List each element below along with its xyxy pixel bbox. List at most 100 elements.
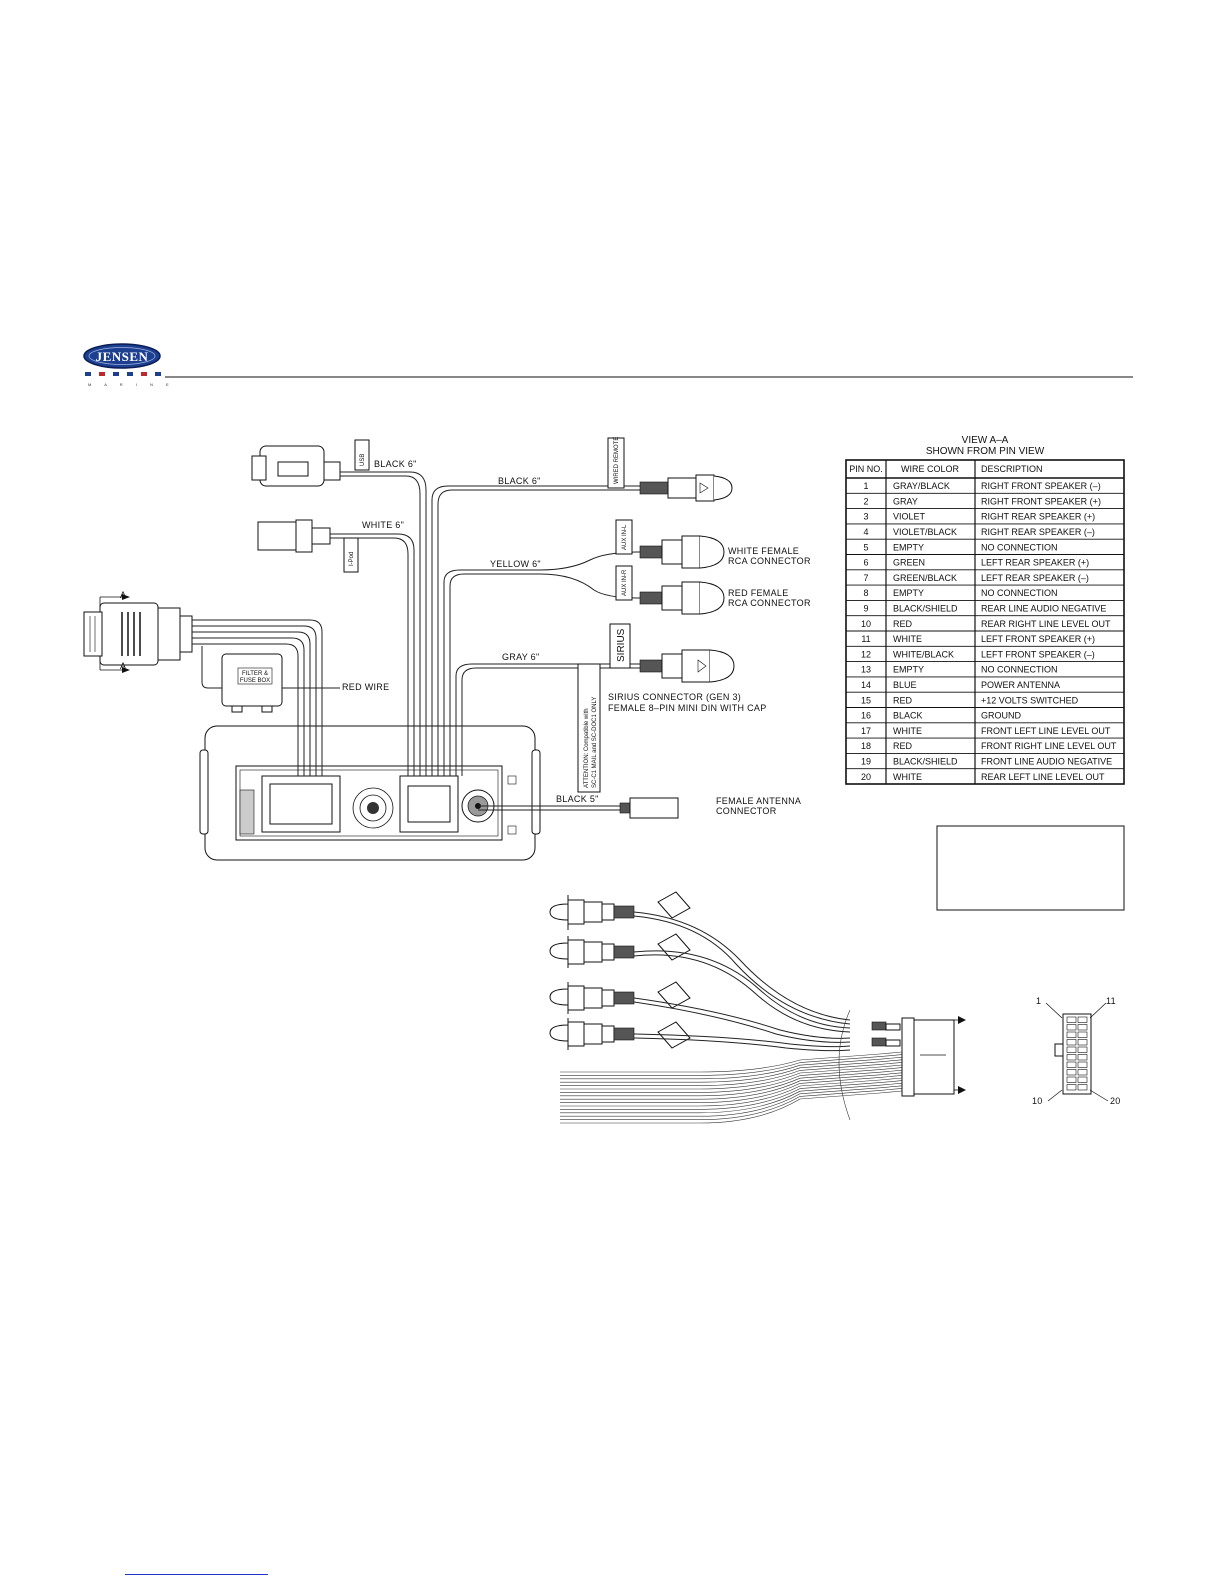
- antenna-cable: BLACK 5" FEMALE ANTENNA CONNECTOR: [478, 794, 801, 819]
- wire-color: WHITE/BLACK: [893, 649, 954, 659]
- usb-length-label: BLACK 6": [374, 459, 417, 469]
- loose-wire: [560, 1062, 903, 1086]
- pin-table-header-pin: PIN NO.: [849, 464, 883, 474]
- jensen-logo: JENSEN M A R I N E: [83, 343, 175, 387]
- connector-pin-cell: [1077, 1024, 1088, 1031]
- loose-wire-bundle: [560, 1051, 903, 1124]
- connector-pin-cell: [1066, 1084, 1077, 1091]
- pin-number: 8: [863, 588, 868, 598]
- pin-number: 6: [863, 558, 868, 568]
- loose-wire: [560, 1054, 903, 1076]
- gray-length-label: GRAY 6": [502, 652, 539, 662]
- wire-color: BLACK: [893, 711, 923, 721]
- connector-pin-cell: [1066, 1069, 1077, 1076]
- red-wire-label: RED WIRE: [342, 682, 389, 692]
- pin-description: FRONT LINE AUDIO NEGATIVE: [981, 757, 1112, 767]
- filter-fuse-box: FILTER & FUSE BOX: [221, 653, 283, 713]
- pin-description: GROUND: [981, 711, 1021, 721]
- usb-label: USB: [360, 454, 366, 466]
- connector-pin-cell: [1066, 1046, 1077, 1053]
- connector-pin-cell: [1077, 1084, 1088, 1091]
- yellow-length-label: YELLOW 6": [490, 559, 541, 569]
- connector-pin-cell: [1066, 1054, 1077, 1061]
- loose-wire: [560, 1090, 903, 1124]
- pin-number: 13: [861, 665, 871, 675]
- logo-sub: M A R I N E: [88, 382, 175, 387]
- antenna-label-2: CONNECTOR: [716, 806, 777, 816]
- rca-plug-4: [549, 1018, 635, 1050]
- wire-color: BLACK/SHIELD: [893, 604, 958, 614]
- section-arrow-top: A: [120, 590, 126, 600]
- pin-1-label: 1: [1036, 996, 1041, 1006]
- pin-number: 12: [861, 649, 871, 659]
- pin-number: 10: [861, 619, 871, 629]
- pin-number: 18: [861, 741, 871, 751]
- wire-color: EMPTY: [893, 542, 924, 552]
- aux-r-label: AUX IN-R: [622, 569, 628, 596]
- connector-pin-cell: [1066, 1061, 1077, 1068]
- pin-table-title: VIEW A–A: [962, 435, 1009, 446]
- ipod-length-label: WHITE 6": [362, 520, 404, 530]
- wire-color: GREEN: [893, 558, 925, 568]
- ipod-cable: I-Pod WHITE 6": [257, 519, 415, 776]
- wire-color: GRAY/BLACK: [893, 481, 950, 491]
- loose-wire: [560, 1085, 903, 1117]
- connector-pin-cell: [1077, 1076, 1088, 1083]
- main-harness-bundle: [190, 619, 340, 776]
- antenna-length-label: BLACK 5": [556, 794, 599, 804]
- pin-description: RIGHT FRONT SPEAKER (–): [981, 481, 1101, 491]
- connector-pin-cell: [1077, 1016, 1088, 1023]
- connector-pin-cell: [1066, 1016, 1077, 1023]
- wire-color: BLACK/SHIELD: [893, 757, 958, 767]
- pin-description: REAR LINE AUDIO NEGATIVE: [981, 604, 1106, 614]
- pin-number: 1: [863, 481, 868, 491]
- connector-pin-view: 1 11 10 20: [1032, 996, 1121, 1106]
- wire-color: WHITE: [893, 726, 922, 736]
- rca-plug-3: [549, 982, 635, 1014]
- pin-number: 14: [861, 680, 871, 690]
- pin-20-label: 20: [1110, 1096, 1121, 1106]
- rca-plug-1: [549, 895, 635, 930]
- loose-wire: [560, 1059, 903, 1083]
- pin-description: FRONT RIGHT LINE LEVEL OUT: [981, 741, 1117, 751]
- loose-wire: [560, 1064, 903, 1090]
- antenna-label-1: FEMALE ANTENNA: [716, 796, 801, 806]
- logo-brand: JENSEN: [96, 349, 149, 364]
- attention-line-1: ATTENTION: Compatible with: [584, 708, 590, 788]
- sirius-label: SIRIUS: [616, 628, 627, 662]
- white-rca-label-2: RCA CONNECTOR: [728, 556, 811, 566]
- pin-description: POWER ANTENNA: [981, 680, 1060, 690]
- white-rca-label-1: WHITE FEMALE: [728, 546, 799, 556]
- remote-length-label: BLACK 6": [498, 476, 541, 486]
- pin-description: RIGHT FRONT SPEAKER (+): [981, 496, 1101, 506]
- loose-wire: [560, 1072, 903, 1100]
- pin-description: RIGHT REAR SPEAKER (+): [981, 512, 1095, 522]
- pin-description: NO CONNECTION: [981, 588, 1058, 598]
- connector-pin-cell: [1077, 1069, 1088, 1076]
- pin-number: 3: [863, 512, 868, 522]
- wire-color: WHITE: [893, 772, 922, 782]
- loose-wire: [560, 1075, 903, 1103]
- pin-number: 17: [861, 726, 871, 736]
- connector-pin-cell: [1077, 1054, 1088, 1061]
- attention-line-2: SC-C1 MAIL and SC-DOC1 ONLY: [592, 697, 598, 788]
- pin-11-label: 11: [1106, 996, 1116, 1006]
- rca-plug-2: [549, 936, 635, 968]
- pin-description: LEFT REAR SPEAKER (+): [981, 558, 1089, 568]
- pin-number: 15: [861, 695, 871, 705]
- wire-color: GREEN/BLACK: [893, 573, 957, 583]
- pin-description: LEFT FRONT SPEAKER (–): [981, 649, 1095, 659]
- pin-table-header-color: WIRE COLOR: [901, 464, 960, 474]
- sirius-connector-label-2: FEMALE 8–PIN MINI DIN WITH CAP: [608, 703, 767, 713]
- footer-link-underline[interactable]: [125, 1574, 268, 1576]
- connector-pin-cell: [1077, 1061, 1088, 1068]
- pin-number: 5: [863, 542, 868, 552]
- pin-description: RIGHT REAR SPEAKER (–): [981, 527, 1095, 537]
- pin-description: +12 VOLTS SWITCHED: [981, 695, 1079, 705]
- pin-number: 7: [863, 573, 868, 583]
- pin-description: LEFT REAR SPEAKER (–): [981, 573, 1089, 583]
- pin-number: 20: [861, 772, 871, 782]
- loose-wire: [560, 1077, 903, 1107]
